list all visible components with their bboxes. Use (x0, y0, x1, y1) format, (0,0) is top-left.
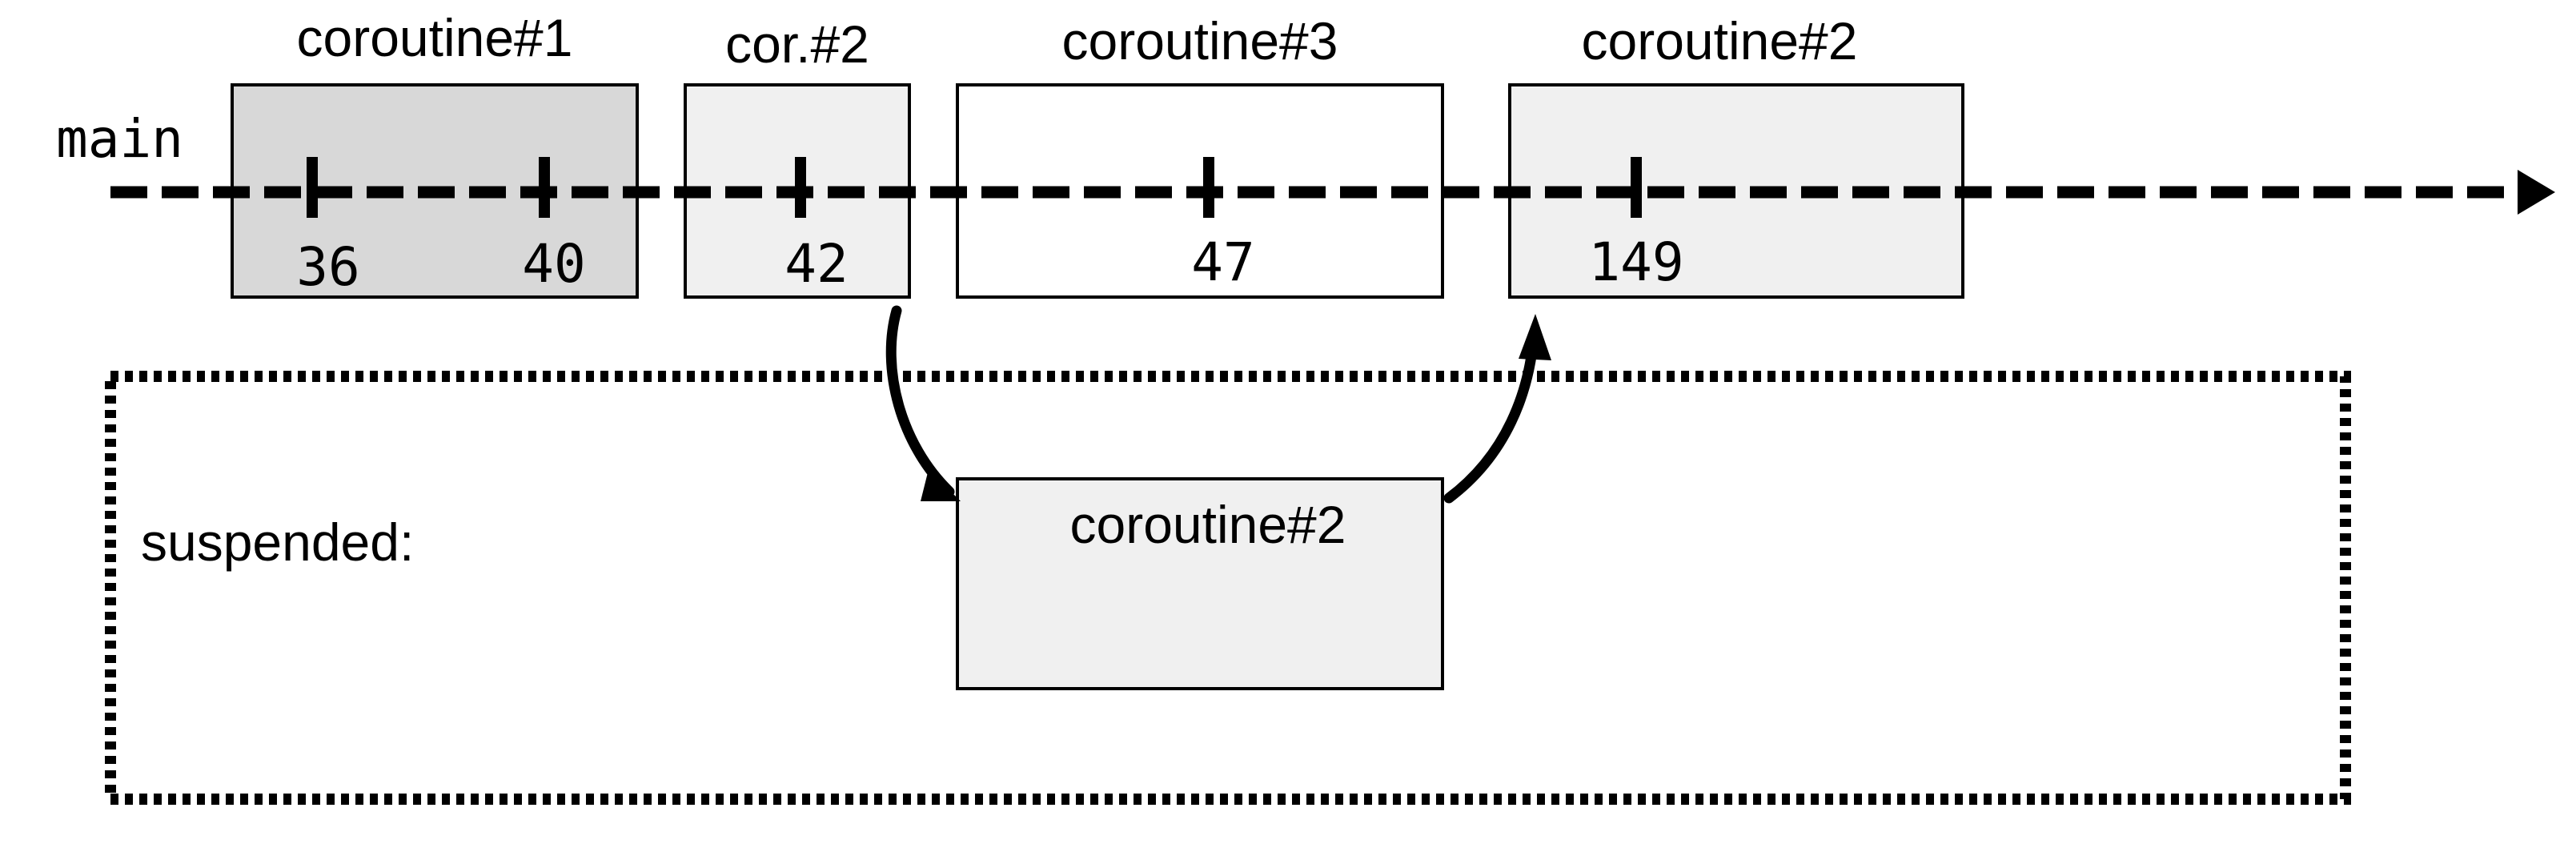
segment-title: coroutine#2 (1582, 11, 1858, 70)
thread-label: main (56, 108, 183, 170)
timeline-arrowhead (2518, 170, 2555, 215)
suspended-box (956, 477, 1444, 690)
tick-label: 40 (522, 233, 585, 295)
suspend-arrowhead (921, 469, 961, 501)
tick-label: 42 (784, 233, 848, 295)
segment-title: coroutine#3 (1062, 11, 1338, 70)
tick-40: 40 (522, 157, 586, 295)
suspend-arrow (885, 305, 955, 497)
suspended-region (105, 371, 2351, 805)
tick-42: 42 (784, 157, 849, 295)
segment-coroutine-2-resumed: coroutine#2 (1508, 11, 1964, 299)
suspended-box-title: coroutine#2 (1070, 495, 1346, 554)
tick-36: 36 (296, 157, 360, 298)
resume-arrowhead (1519, 314, 1551, 360)
segment-title: cor.#2 (725, 14, 869, 74)
tick-label: 36 (296, 236, 359, 298)
tick-149: 149 (1588, 157, 1684, 293)
tick-label: 149 (1588, 231, 1683, 293)
resume-arrow (1443, 331, 1539, 504)
suspended-label: suspended: (141, 512, 414, 572)
tick-label: 47 (1191, 231, 1254, 293)
suspended-coroutine-box: coroutine#2 (956, 477, 1444, 690)
tick-47: 47 (1191, 157, 1255, 293)
segment-title: coroutine#1 (297, 8, 573, 67)
